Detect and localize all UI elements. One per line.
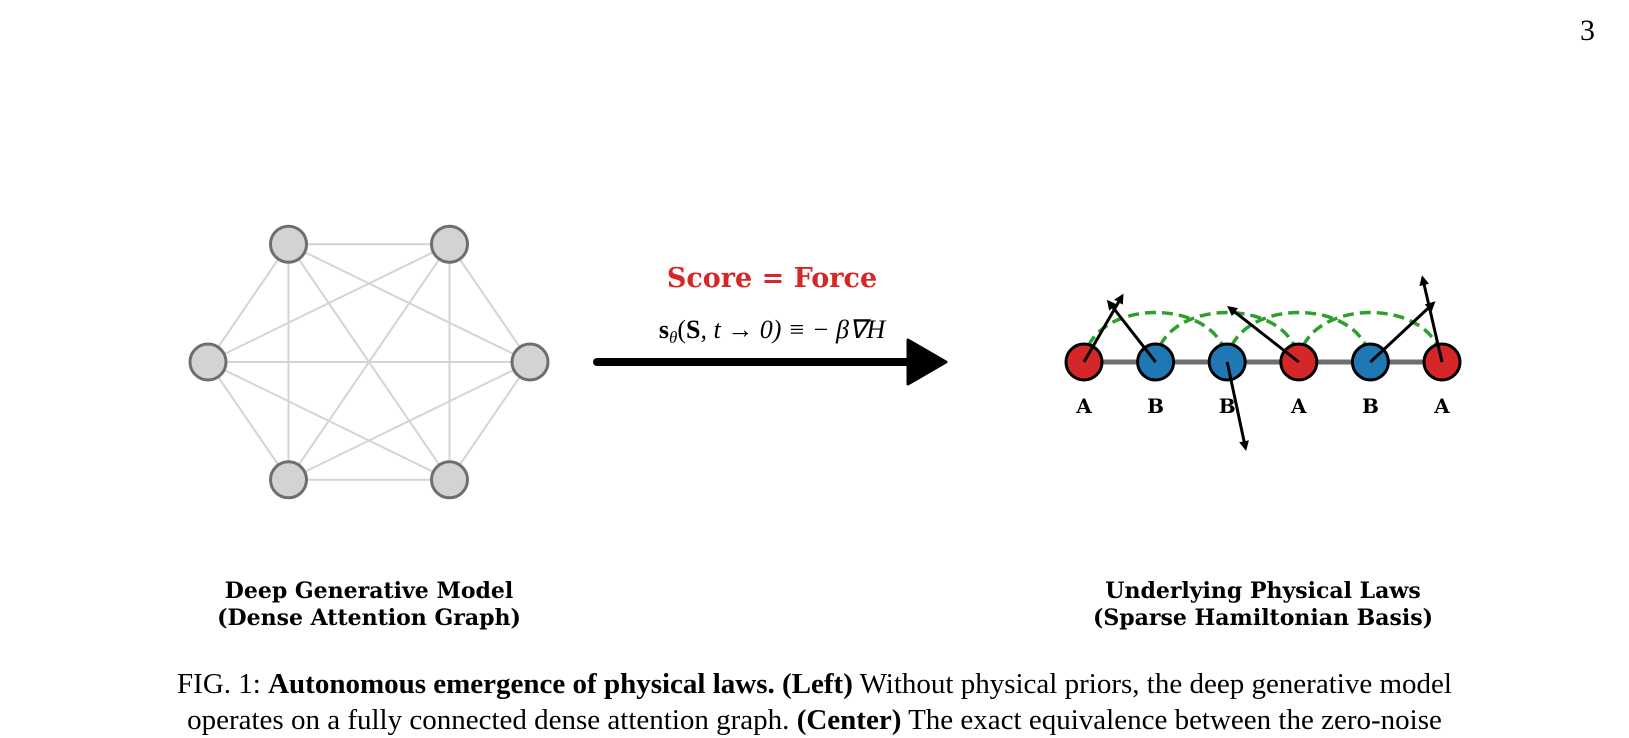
caption-line-2: operates on a fully connected dense atte… (0, 702, 1629, 738)
site-label: A (1433, 394, 1450, 418)
dense-node (188, 342, 228, 382)
coupling-arc (1225, 310, 1373, 363)
dense-graph-nodes (188, 224, 550, 500)
dense-attention-graph (188, 224, 550, 500)
dense-edge (448, 243, 531, 363)
dense-node (269, 224, 308, 264)
site-label: B (1219, 394, 1236, 418)
dense-graph-edges (207, 243, 531, 481)
spin-arrow (1106, 299, 1157, 363)
dense-edge (207, 361, 290, 481)
left-panel-title: Deep Generative Model (Dense Attention G… (169, 578, 569, 632)
transform-arrow-head (906, 338, 948, 386)
eq-score-symbol: s (659, 315, 669, 344)
caption-left-tag: (Left) (782, 668, 853, 700)
right-panel-title-line2: (Sparse Hamiltonian Basis) (1092, 605, 1434, 631)
score-force-heading: Score = Force (667, 263, 877, 294)
site-label: B (1362, 394, 1379, 418)
site-label: A (1075, 394, 1092, 418)
eq-theta: θ (669, 328, 677, 347)
eq-open: ( (677, 315, 686, 344)
right-panel-title-line1: Underlying Physical Laws (1105, 578, 1421, 604)
caption-title: Autonomous emergence of physical laws. (268, 668, 775, 700)
coupling-arc (1297, 310, 1444, 363)
coupling-arc (1082, 310, 1229, 363)
figure: Score = Force sθ(S, t → 0) ≡ − β∇H A B B A B… (188, 224, 1462, 500)
spin-arrow (1419, 275, 1444, 363)
spin-vectors (1082, 275, 1444, 452)
caption-center-tag: (Center) (796, 704, 902, 736)
dense-edge (287, 243, 451, 481)
dense-edge (207, 243, 450, 363)
caption-line-1: FIG. 1: Autonomous emergence of physical… (0, 666, 1629, 702)
dense-edge (207, 243, 290, 363)
score-force-equation: sθ(S, t → 0) ≡ − β∇H (659, 315, 886, 347)
site-label: A (1290, 394, 1307, 418)
dense-edge (448, 361, 531, 481)
score-force-panel: Score = Force sθ(S, t → 0) ≡ − β∇H (593, 263, 948, 386)
caption-line2-text: operates on a fully connected dense atte… (187, 704, 797, 736)
left-panel-title-line2: (Dense Attention Graph) (217, 605, 521, 631)
figure-caption: FIG. 1: Autonomous emergence of physical… (0, 666, 1629, 738)
dense-node (430, 460, 469, 500)
dense-node (269, 460, 308, 500)
spin-arrow (1227, 305, 1300, 364)
spin-arrow (1082, 293, 1124, 363)
dense-node (430, 224, 469, 264)
caption-fig-label: FIG. 1: (177, 668, 269, 700)
page-number: 3 (1580, 14, 1595, 47)
dense-node (510, 342, 550, 382)
right-panel-title: Underlying Physical Laws (Sparse Hamilto… (1053, 578, 1473, 632)
spin-arrow (1369, 301, 1436, 364)
site-label: B (1147, 394, 1164, 418)
left-panel-title-line1: Deep Generative Model (224, 578, 514, 604)
caption-left-text: Without physical priors, the deep genera… (852, 668, 1452, 700)
eq-rest: , t → 0) ≡ − β∇H (701, 315, 887, 344)
spin-arrow (1225, 361, 1249, 452)
eq-state: S (686, 315, 700, 344)
caption-center-text: The exact equivalence between the zero-n… (901, 704, 1442, 736)
